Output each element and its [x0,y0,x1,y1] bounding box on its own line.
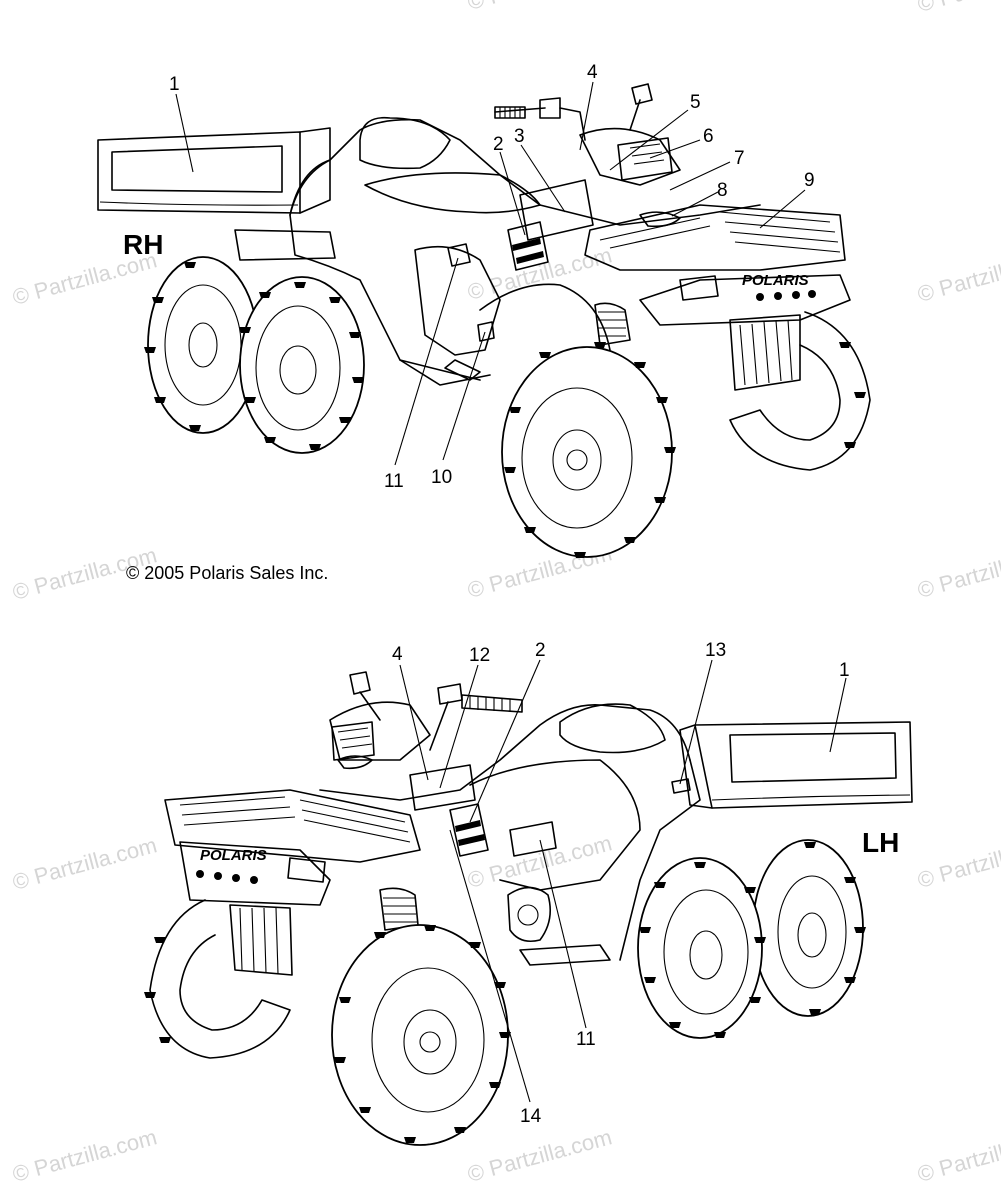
headlight [331,721,375,761]
watermark-text: © Partzilla.com [915,540,1001,603]
decal-8 [639,211,681,228]
decal-12 [409,764,476,811]
cargo-decal-1 [111,145,283,193]
decal-10 [477,321,495,342]
callout-2: 2 [493,134,504,155]
radiator-grille [229,904,293,976]
side-label-rh: RH [123,229,163,260]
watermark-text: © Partzilla.com [465,830,615,893]
decal-13 [671,778,691,794]
decal-11 [447,243,471,267]
watermark-text: © Partzilla.com [465,0,615,15]
callout-12: 12 [469,645,490,666]
radiator-grille [729,314,801,391]
callout-1: 1 [169,74,180,95]
callout-8: 8 [717,180,728,201]
callout-numbers: 1 2 4 11 12 13 14 [392,640,850,1127]
callout-numbers: 1 2 3 4 5 6 7 8 9 10 11 [169,62,815,492]
watermark-text: © Partzilla.com [10,832,160,895]
rear-tires [144,256,365,454]
polaris-logo-text: POLARIS [742,272,809,289]
watermark-text: © Partzilla.com [915,1124,1001,1187]
footrest [519,944,611,966]
callout-14: 14 [520,1106,542,1127]
watermark-text: © Partzilla.com [915,0,1001,17]
headlight-pod [329,701,431,761]
decal-3 [519,179,594,241]
seat [559,703,666,754]
front-fender-rack: POLARIS [494,83,851,391]
callout-2: 2 [535,640,546,661]
side-label-lh: LH [862,827,899,858]
engine-cover [507,886,551,943]
cargo-decal-1 [729,732,897,783]
atv-right-side-view: POLARIS [97,62,871,558]
watermark-text: © Partzilla.com [10,1124,160,1187]
front-tires [144,899,511,1146]
callout-11: 11 [384,471,404,492]
atv-body [234,116,761,386]
front-rack [584,204,846,271]
polaris-logo-text: POLARIS [200,847,267,864]
decal-11 [509,821,557,857]
callout-leaders [175,81,806,466]
headlight-pod [579,127,681,186]
atv-body [319,703,701,966]
front-fender-rack: POLARIS [164,671,523,976]
cargo-box [679,721,913,809]
atv-left-side-view: POLARIS [144,640,913,1146]
callout-5: 5 [690,92,701,113]
callout-4: 4 [587,62,598,83]
callout-6: 6 [703,126,714,147]
exhaust-pipe [234,229,336,261]
front-light [679,275,719,301]
callout-3: 3 [514,126,525,147]
decal-2 [449,803,489,857]
headlight-6 [617,137,673,181]
watermark-text: © Partzilla.com [465,1124,615,1187]
front-tires [501,311,871,558]
watermark-text: © Partzilla.com [0,0,104,15]
front-rack [164,789,421,863]
cargo-box [97,127,331,214]
watermark-text: © Partzilla.com [915,830,1001,893]
decal-2 [507,221,549,271]
callout-10: 10 [431,467,452,488]
callout-9: 9 [804,170,815,191]
rear-tires [637,839,866,1039]
seat [359,116,451,170]
callout-13: 13 [705,640,726,661]
callout-4: 4 [392,644,403,665]
watermark-text: © Partzilla.com [915,244,1001,307]
callout-7: 7 [734,148,745,169]
callout-1: 1 [839,660,850,681]
copyright-notice: © 2005 Polaris Sales Inc. [126,563,329,583]
callout-11: 11 [576,1029,596,1050]
front-light [287,857,326,883]
callout-leaders [399,659,847,1103]
engine-cover [414,245,501,356]
